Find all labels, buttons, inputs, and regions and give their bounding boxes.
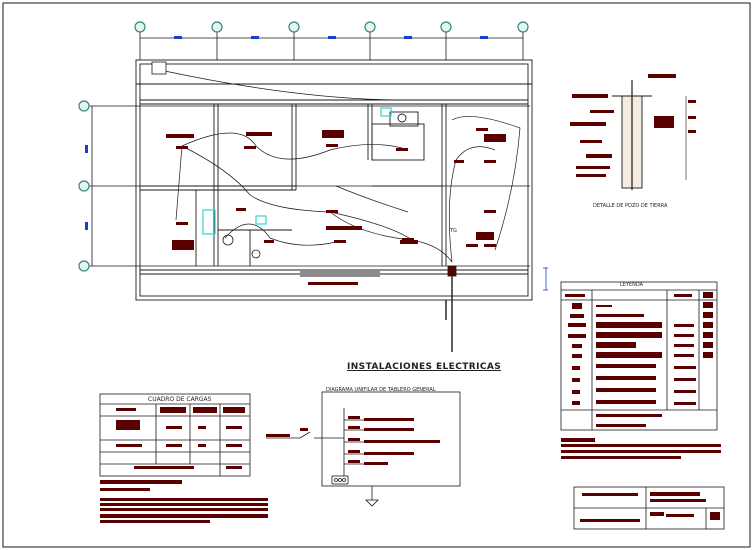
top-axis-grid (139, 30, 524, 60)
loads-table-title: CUADRO DE CARGAS (148, 396, 212, 403)
title-block-text (580, 492, 720, 522)
legend-title: LEYENDA (620, 282, 644, 288)
wiring-circuits (159, 69, 521, 263)
floor-plan (135, 59, 533, 301)
top-axis-ticks (174, 36, 488, 39)
axis-bubble-icon (134, 21, 529, 33)
loads-table-cells (116, 407, 245, 469)
panel-tag: TG (450, 228, 457, 234)
electrical-panel-icon (151, 61, 457, 277)
legend-table (560, 281, 718, 431)
drawing-title: INSTALACIONES ELECTRICAS (347, 362, 502, 372)
left-axis-ticks (85, 145, 88, 230)
loads-notes (100, 480, 268, 523)
single-line-diagram (266, 391, 461, 507)
pozo-caption: DETALLE DE POZO DE TIERRA (593, 203, 668, 209)
axis-bubble-icon (78, 100, 90, 272)
dimension-mark (543, 267, 548, 291)
diagram-title: DIAGRAMA UNIFILAR DE TABLERO GENERAL (326, 387, 436, 393)
room-labels (166, 130, 506, 285)
light-fixture-icon (176, 128, 496, 247)
bathroom-fixtures (202, 107, 392, 235)
toilet-icon (222, 234, 261, 259)
ground-well-detail (570, 74, 696, 190)
notes-block (561, 438, 721, 459)
diagram-labels (266, 416, 440, 465)
title-block (573, 486, 725, 530)
loads-table (99, 393, 251, 477)
feeder-line (445, 276, 453, 352)
legend-rows (565, 292, 713, 427)
ground-rod-icon (331, 475, 349, 485)
